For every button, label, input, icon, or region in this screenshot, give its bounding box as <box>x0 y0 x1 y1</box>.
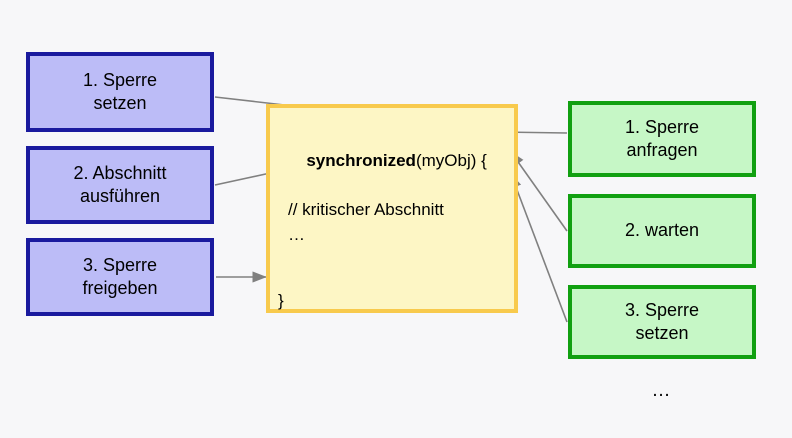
synchronized-code-block: synchronized(myObj) { // kritischer Absc… <box>266 104 518 313</box>
step-box-line-2: freigeben <box>82 278 158 298</box>
step-box-line-1: 2. Abschnitt <box>73 162 167 183</box>
code-keyword-synchronized: synchronized <box>306 150 416 170</box>
step-box-lock-release[interactable]: 3. Sperre freigeben <box>26 238 214 316</box>
step-box-line-1: 3. Sperre <box>82 254 158 275</box>
wait-box-line-2: anfragen <box>626 140 698 160</box>
code-line-2: // kritischer Abschnitt <box>288 199 444 219</box>
wait-box-line-1: 1. Sperre <box>624 116 700 137</box>
step-box-line-2: ausführen <box>79 186 161 206</box>
step-box-line-1: 1. Sperre <box>82 69 158 90</box>
step-box-line-2: setzen <box>93 93 147 113</box>
code-line-1: synchronized(myObj) { <box>278 124 514 198</box>
step-box-section-execute[interactable]: 2. Abschnitt ausführen <box>26 146 214 224</box>
wait-box-lock-acquire[interactable]: 3. Sperre setzen <box>568 285 756 359</box>
wait-box-waiting[interactable]: 2. warten <box>568 194 756 268</box>
wait-box-lock-request[interactable]: 1. Sperre anfragen <box>568 101 756 177</box>
code-line-3: … <box>288 224 305 244</box>
continuation-ellipsis: … <box>651 380 673 401</box>
arrow-green3-to-code <box>510 173 568 323</box>
wait-box-line-1: 3. Sperre <box>624 299 700 320</box>
step-box-lock-acquire[interactable]: 1. Sperre setzen <box>26 52 214 132</box>
wait-box-line-1: 2. warten <box>624 220 700 241</box>
code-line-1-rest: (myObj) { <box>415 150 487 170</box>
code-line-4: } <box>278 291 284 311</box>
arrow-green2-to-code <box>510 151 568 232</box>
wait-box-line-2: setzen <box>635 323 689 343</box>
